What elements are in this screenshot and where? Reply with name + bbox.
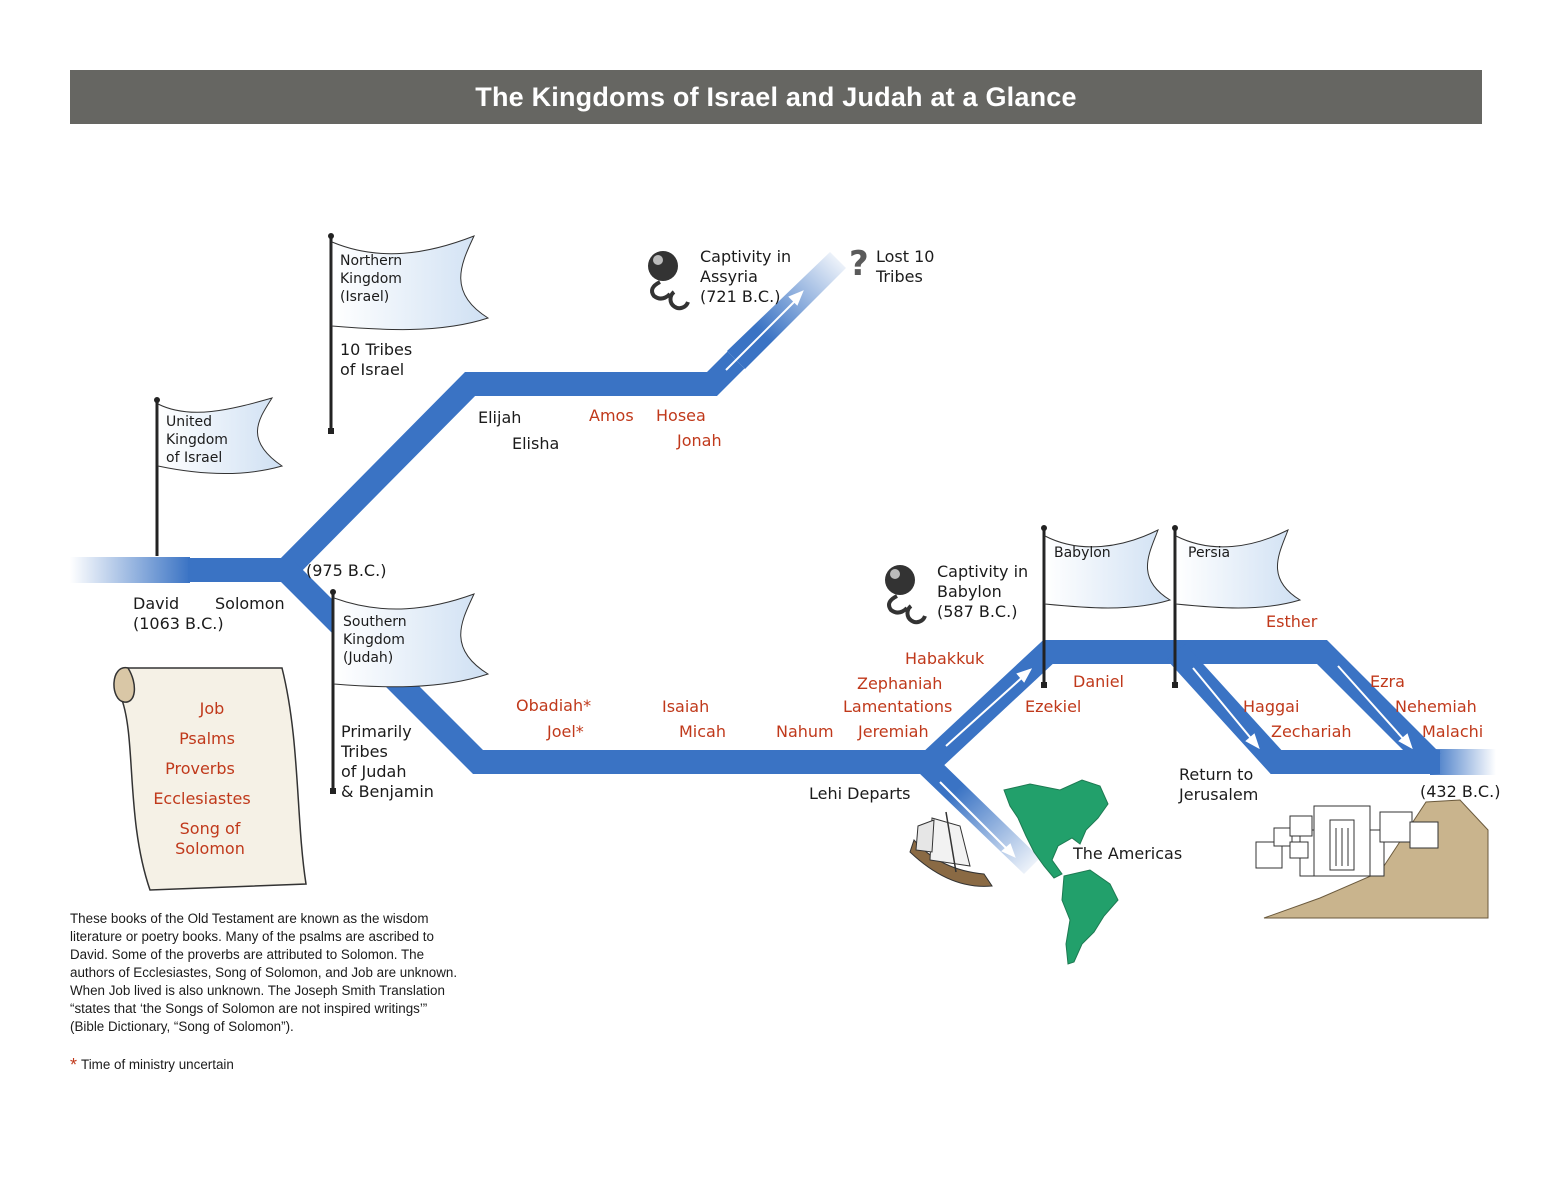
flag-southern bbox=[330, 589, 490, 794]
wisdom-literature-note: These books of the Old Testament are kno… bbox=[70, 911, 458, 1034]
prophet-micah: Micah bbox=[679, 722, 726, 741]
direction-arrows bbox=[725, 290, 1413, 858]
page-title: The Kingdoms of Israel and Judah at a Gl… bbox=[475, 81, 1077, 112]
timeline-start-fade bbox=[70, 557, 190, 583]
prophet-jonah: Jonah bbox=[677, 431, 722, 450]
prophet-habakkuk: Habakkuk bbox=[905, 649, 985, 668]
prophet-joel: Joel* bbox=[547, 722, 584, 741]
prophet-malachi: Malachi bbox=[1422, 722, 1484, 741]
prophet-nahum: Nahum bbox=[776, 722, 834, 741]
prophet-jeremiah: Jeremiah bbox=[858, 722, 929, 741]
flag-persia bbox=[1172, 525, 1302, 688]
david-label: David bbox=[133, 594, 180, 613]
americas-label: The Americas bbox=[1073, 844, 1183, 863]
prophet-isaiah: Isaiah bbox=[662, 697, 710, 716]
flag-label-united: United Kingdom of Israel bbox=[166, 414, 228, 466]
title-banner: The Kingdoms of Israel and Judah at a Gl… bbox=[70, 70, 1482, 124]
ship-illustration bbox=[909, 811, 993, 887]
prophet-obadiah: Obadiah* bbox=[516, 696, 592, 715]
flag-label-babylon: Babylon bbox=[1054, 545, 1111, 561]
primarily-tribes-label: Primarily Tribes of Judah & Benjamin bbox=[341, 722, 434, 801]
prophet-ezekiel: Ezekiel bbox=[1025, 697, 1082, 716]
jerusalem-illustration bbox=[1255, 799, 1489, 919]
prophet-esther: Esther bbox=[1266, 612, 1318, 631]
northern-branch bbox=[188, 351, 745, 582]
end-date: (432 B.C.) bbox=[1420, 782, 1501, 801]
ball-and-chain-icon-babylon bbox=[885, 565, 927, 625]
timeline-end-fade bbox=[1430, 749, 1496, 775]
flag-label-southern: Southern Kingdom (Judah) bbox=[343, 614, 407, 666]
prophet-daniel: Daniel bbox=[1073, 672, 1124, 691]
flag-babylon bbox=[1041, 525, 1172, 688]
prophet-elijah: Elijah bbox=[478, 408, 522, 427]
timeline-path bbox=[70, 252, 1496, 874]
prophet-nehemiah: Nehemiah bbox=[1395, 697, 1477, 716]
split-date: (975 B.C.) bbox=[306, 561, 387, 580]
scroll-book-psalms: Psalms bbox=[179, 729, 235, 748]
prophet-zechariah: Zechariah bbox=[1271, 722, 1352, 741]
scroll-illustration bbox=[113, 667, 307, 891]
captivity-assyria-label: Captivity in Assyria (721 B.C.) bbox=[700, 247, 792, 306]
ball-and-chain-icon-assyria bbox=[648, 251, 690, 311]
footnote-text: Time of ministry uncertain bbox=[81, 1057, 234, 1072]
flag-label-northern: Northern Kingdom (Israel) bbox=[340, 253, 403, 305]
prophet-elisha: Elisha bbox=[512, 434, 560, 453]
captivity-babylon-label: Captivity in Babylon (587 B.C.) bbox=[937, 562, 1029, 621]
david-date: (1063 B.C.) bbox=[133, 614, 224, 633]
lehi-departs-label: Lehi Departs bbox=[809, 784, 911, 803]
scroll-book-song-of-solomon: Song of Solomon bbox=[175, 819, 245, 858]
scroll-book-ecclesiastes: Ecclesiastes bbox=[153, 789, 251, 808]
flag-northern bbox=[328, 233, 490, 434]
prophet-zephaniah: Zephaniah bbox=[857, 674, 943, 693]
prophet-lamentations: Lamentations bbox=[843, 697, 953, 716]
flag-label-persia: Persia bbox=[1188, 545, 1231, 561]
prophet-haggai: Haggai bbox=[1243, 697, 1300, 716]
scroll-book-proverbs: Proverbs bbox=[165, 759, 235, 778]
ten-tribes-label: 10 Tribes of Israel bbox=[340, 340, 413, 379]
footnote: *Time of ministry uncertain bbox=[70, 1055, 234, 1076]
asterisk-marker: * bbox=[70, 1055, 78, 1075]
persia-branch bbox=[1168, 640, 1441, 771]
prophet-amos: Amos bbox=[589, 406, 634, 425]
lost-tribes-label: Lost 10 Tribes bbox=[876, 247, 935, 286]
flag-united bbox=[154, 397, 284, 556]
prophet-hosea: Hosea bbox=[656, 406, 706, 425]
scroll-book-job: Job bbox=[199, 699, 225, 718]
solomon-label: Solomon bbox=[215, 594, 285, 613]
prophet-ezra: Ezra bbox=[1370, 672, 1405, 691]
americas-map bbox=[1003, 779, 1119, 965]
question-icon: ? bbox=[849, 244, 869, 284]
return-label: Return to Jerusalem bbox=[1179, 765, 1259, 804]
